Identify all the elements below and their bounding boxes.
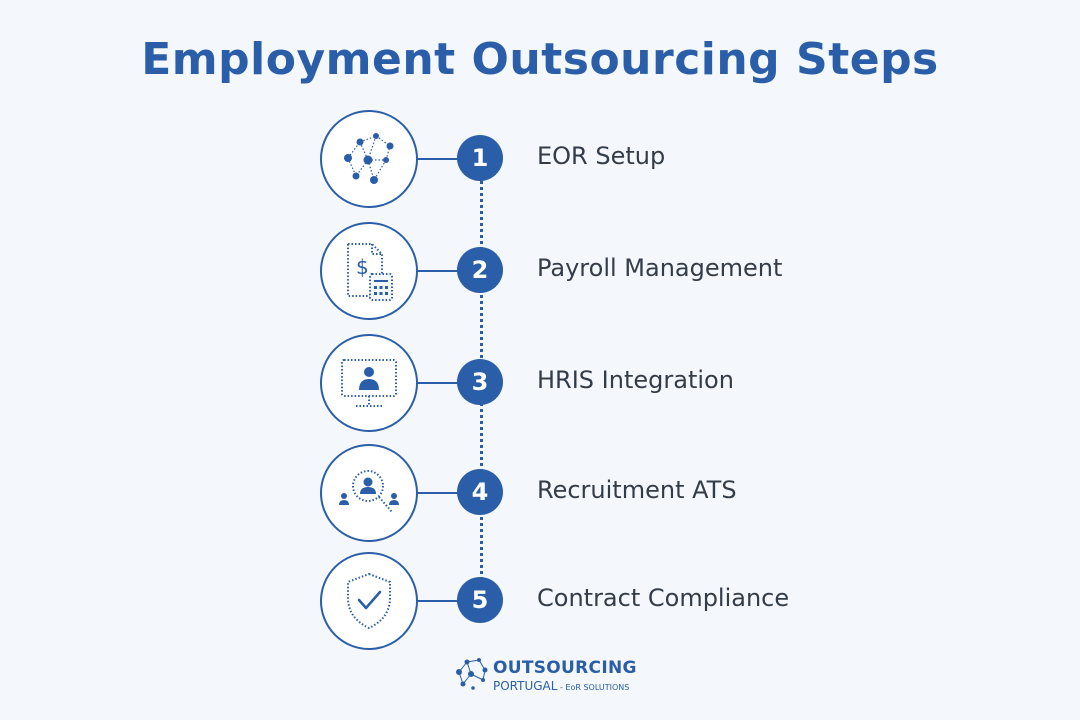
- step-label: HRIS Integration: [537, 366, 734, 394]
- step-5: 5 Contract Compliance: [0, 552, 1080, 652]
- step-number-badge: 4: [457, 469, 503, 515]
- step-4: 4 Recruitment ATS: [0, 444, 1080, 544]
- magnifier-candidates-icon: [339, 470, 399, 513]
- logo-line1: OUTSOURCING: [493, 658, 637, 678]
- step-number-badge: 2: [457, 247, 503, 293]
- invoice-calculator-icon: $: [347, 243, 393, 301]
- logo-line2-suffix: - EoR SOLUTIONS: [557, 683, 630, 692]
- step-connector: [416, 270, 458, 272]
- company-logo: OUTSOURCING PORTUGAL - EoR SOLUTIONS: [453, 652, 653, 706]
- step-label: Payroll Management: [537, 254, 783, 282]
- step-3: 3 HRIS Integration: [0, 334, 1080, 434]
- shield-check-icon: [347, 572, 391, 630]
- logo-line2: PORTUGAL - EoR SOLUTIONS: [493, 679, 629, 693]
- step-connector: [416, 382, 458, 384]
- logo-line2-main: PORTUGAL: [493, 679, 558, 693]
- step-2: $ 2 Payroll Management: [0, 222, 1080, 322]
- monitor-user-icon: [341, 359, 397, 407]
- logo-network-icon: [456, 658, 488, 690]
- step-connector: [416, 600, 458, 602]
- step-icon-circle: [320, 110, 418, 208]
- step-number-badge: 5: [457, 577, 503, 623]
- step-label: Contract Compliance: [537, 584, 790, 612]
- step-number-badge: 1: [457, 135, 503, 181]
- step-icon-circle: [320, 444, 418, 542]
- step-icon-circle: [320, 552, 418, 650]
- step-connector: [416, 158, 458, 160]
- step-1: 1 EOR Setup: [0, 110, 1080, 210]
- step-label: EOR Setup: [537, 142, 666, 170]
- svg-text:$: $: [356, 255, 369, 279]
- network-nodes-icon: [344, 133, 394, 184]
- page-title: Employment Outsourcing Steps: [141, 34, 939, 85]
- step-number-badge: 3: [457, 359, 503, 405]
- step-icon-circle: $: [320, 222, 418, 320]
- step-label: Recruitment ATS: [537, 476, 737, 504]
- step-connector: [416, 492, 458, 494]
- step-icon-circle: [320, 334, 418, 432]
